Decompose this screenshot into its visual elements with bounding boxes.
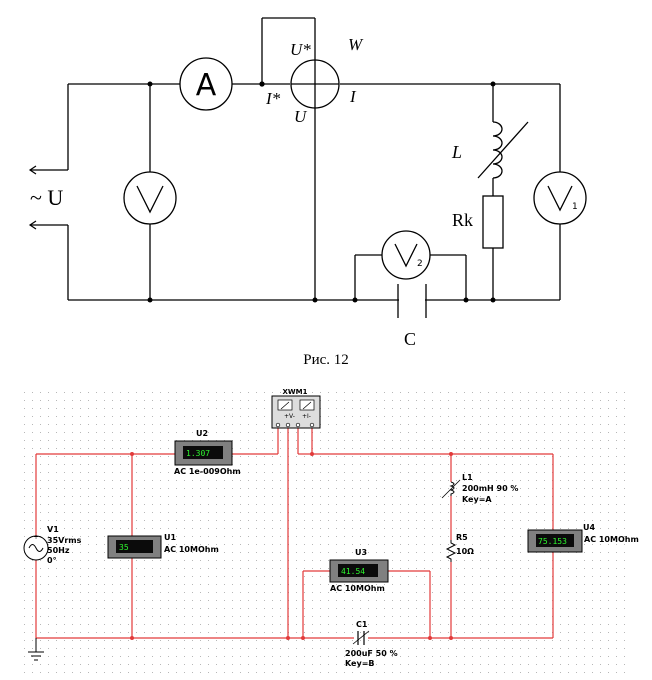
source-label: ~ U [30, 185, 63, 210]
wattmeter [259, 59, 340, 109]
voltmeter-v2: 2 [381, 230, 431, 280]
multisim-resistor-r5[interactable]: R5 10Ω [445, 533, 474, 562]
multisim-inductor-l1[interactable]: L1 200mH 90 % Key=A [441, 473, 518, 504]
capacitor-c1-name: C1 [356, 620, 368, 629]
meter-u4-desc: AC 10MOhm [584, 535, 639, 544]
wattmeter-header: XWM1 [283, 388, 308, 396]
source-terminals [28, 165, 37, 230]
multisim-source-v1[interactable]: + - V1 35Vrms 50Hz 0° [23, 525, 82, 565]
wattmeter-i: I [349, 87, 357, 106]
voltmeter-v [123, 171, 177, 225]
meter-u2-reading: 1.307 [186, 449, 210, 458]
source-v1-voltage: 35Vrms [47, 536, 82, 545]
wattmeter-u: U [294, 107, 308, 126]
multisim-meter-u4[interactable]: U4 75.153 AC 10MOhm [527, 523, 639, 553]
voltmeter2-subscript: 2 [417, 259, 423, 269]
voltmeter1-subscript: 1 [572, 202, 578, 212]
resistor-label: Rk [452, 210, 473, 230]
capacitor-label: C [404, 329, 416, 349]
source-v1-frequency: 50Hz [47, 546, 70, 555]
wattmeter-name: W [348, 35, 364, 54]
multisim-wattmeter[interactable]: XWM1 +V- +I- [271, 388, 321, 429]
resistor-rk [482, 195, 504, 249]
inductor-label: L [451, 142, 462, 162]
multisim-meter-u2[interactable]: U2 1.307 AC 1e-009Ohm [174, 429, 241, 476]
meter-u4-reading: 75.153 [538, 537, 567, 546]
meter-u3-name: U3 [355, 548, 367, 557]
ammeter-symbol: A [196, 68, 217, 103]
inductor-l1-value: 200mH 90 % [462, 484, 518, 493]
meter-u1-name: U1 [164, 533, 176, 542]
meter-u2-name: U2 [196, 429, 208, 438]
capacitor-c [397, 284, 427, 318]
svg-text:-: - [35, 556, 38, 564]
junction-dots [147, 81, 496, 303]
capacitor-c1-value: 200uF 50 % [345, 649, 398, 658]
capacitor-c1-key: Key=B [345, 659, 375, 668]
multisim-meter-u3[interactable]: U3 41.54 AC 10MOhm [329, 548, 389, 593]
inductor-l1-name: L1 [462, 473, 473, 482]
source-v1-name: V1 [47, 525, 59, 534]
schematic-diagram [30, 17, 561, 301]
multisim-meter-u1[interactable]: U1 35 AC 10MOhm [107, 533, 219, 559]
svg-text:+I-: +I- [302, 413, 311, 420]
meter-u4-name: U4 [583, 523, 595, 532]
meter-u3-reading: 41.54 [341, 567, 365, 576]
voltmeter-v1: 1 [533, 171, 587, 225]
wattmeter-u-star: U* [290, 40, 311, 59]
meter-u2-desc: AC 1e-009Ohm [174, 467, 241, 476]
ground-icon [28, 638, 44, 661]
wattmeter-i-star: I* [265, 89, 281, 108]
meter-u3-desc: AC 10MOhm [330, 584, 385, 593]
svg-text:+V-: +V- [284, 413, 295, 420]
ammeter: A [179, 57, 233, 111]
meter-u1-desc: AC 10MOhm [164, 545, 219, 554]
multisim-wires [35, 428, 554, 639]
inductor-l1-key: Key=A [462, 495, 492, 504]
resistor-r5-name: R5 [456, 533, 468, 542]
source-v1-phase: 0° [47, 556, 57, 565]
resistor-r5-value: 10Ω [456, 547, 474, 556]
multisim-capacitor-c1[interactable]: C1 200uF 50 % Key=B [345, 620, 398, 668]
inductor-l [477, 121, 529, 180]
meter-u1-reading: 35 [119, 543, 129, 552]
multisim-junctions [130, 452, 453, 640]
figure-caption: Рис. 12 [303, 352, 349, 368]
svg-text:+: + [33, 534, 38, 541]
